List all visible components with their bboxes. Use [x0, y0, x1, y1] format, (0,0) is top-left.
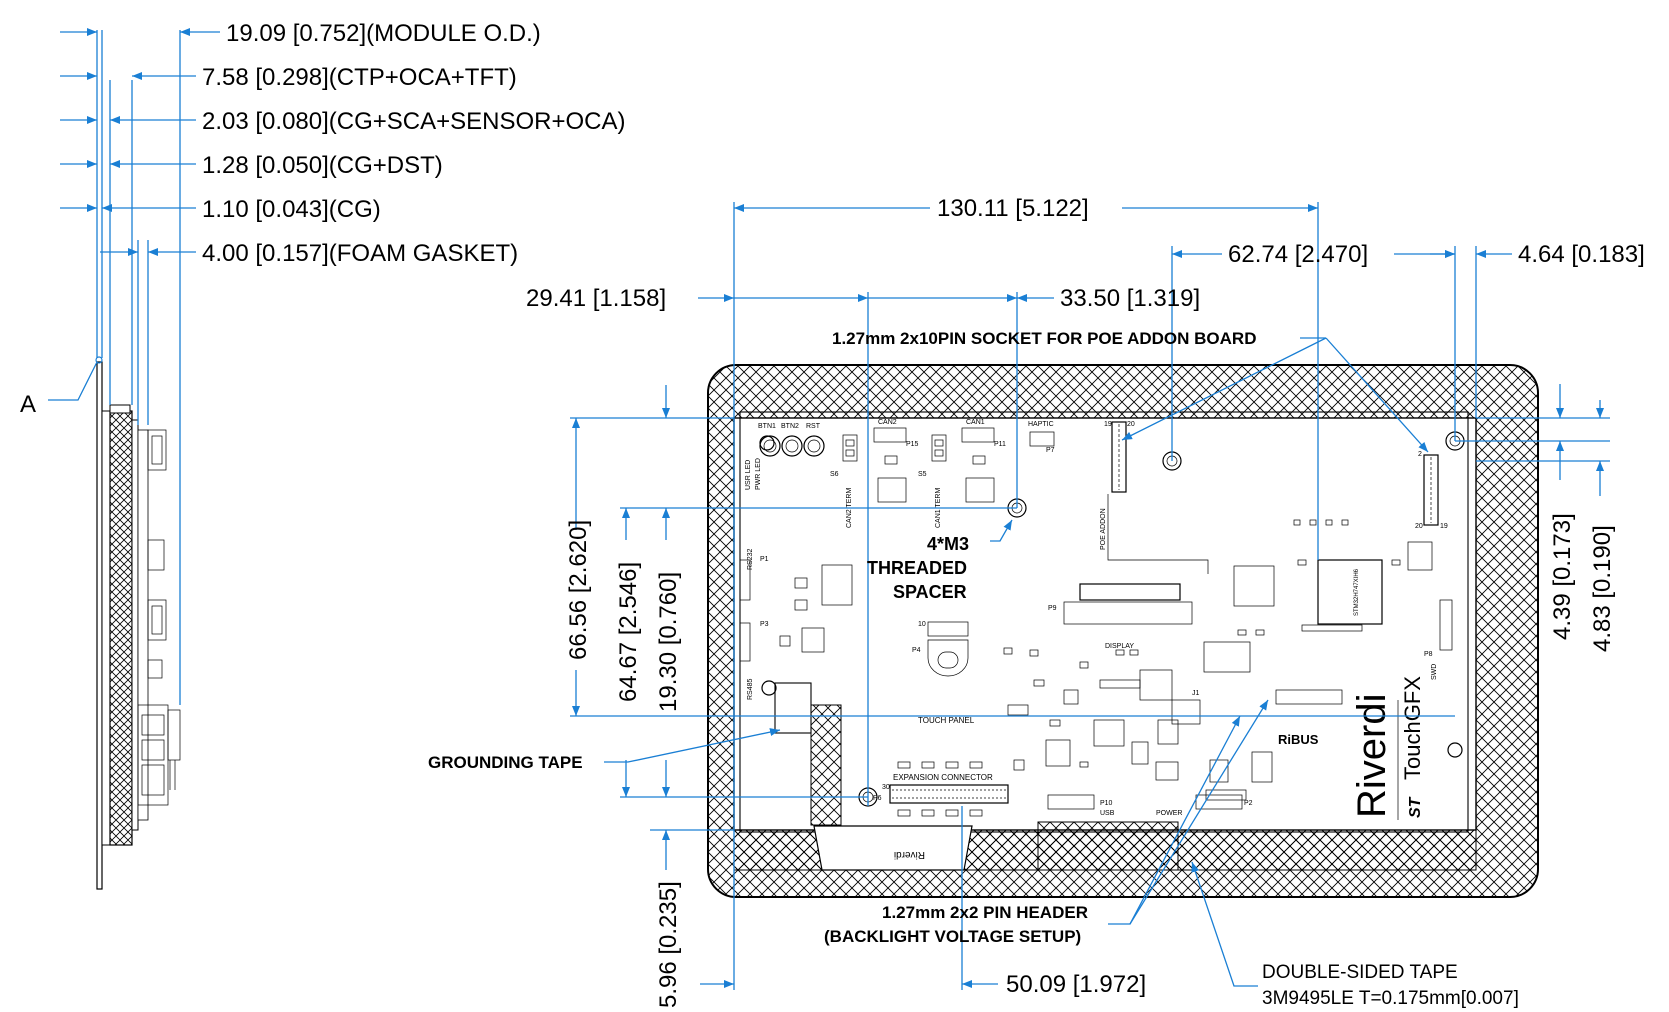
label-p3: P3 [760, 621, 769, 628]
label-p1: P1 [760, 556, 769, 563]
label-p9: P9 [1048, 605, 1057, 612]
callout-tape-2: 3M9495LE T=0.175mm[0.007] [1262, 988, 1519, 1009]
dim-cg-dst: 1.28 [0.050](CG+DST) [202, 152, 443, 179]
label-p6: P6 [873, 795, 882, 802]
label-touch-panel: TOUCH PANEL [918, 716, 975, 725]
callout-grounding-tape: GROUNDING TAPE [428, 753, 583, 772]
label-usr-led: USR LED [745, 460, 752, 490]
dim-cg: 1.10 [0.043](CG) [202, 196, 381, 223]
label-ribus: RiBUS [1278, 732, 1319, 747]
label-haptic: HAPTIC [1028, 421, 1054, 428]
label-poe2-19: 19 [1440, 523, 1448, 530]
label-p4: P4 [912, 647, 921, 654]
label-poe-addon: POE ADDON [1100, 508, 1107, 550]
callout-pin-header-1: 1.27mm 2x2 PIN HEADER [882, 903, 1088, 922]
label-n30: 30 [882, 784, 890, 791]
label-rs232: RS232 [747, 548, 754, 570]
label-p2: P2 [1244, 800, 1253, 807]
callout-spacer-1: 4*M3 [927, 534, 969, 554]
label-swd: SWD [1431, 664, 1438, 680]
label-mcu: STM32H747XIH6 [1354, 568, 1360, 616]
label-can2: CAN2 [878, 419, 897, 426]
dim-ctp-oca-tft: 7.58 [0.298](CTP+OCA+TFT) [202, 64, 517, 91]
brand-riverdi: Riverdi [1350, 694, 1394, 818]
dim-right-a: 4.39 [0.173] [1549, 513, 1576, 640]
callout-poe-socket: 1.27mm 2x10PIN SOCKET FOR POE ADDON BOAR… [832, 329, 1256, 348]
detail-label-a: A [20, 391, 36, 418]
label-p7: P7 [1046, 447, 1055, 454]
label-j1: J1 [1192, 690, 1200, 697]
callout-pin-header-2: (BACKLIGHT VOLTAGE SETUP) [824, 927, 1081, 946]
dim-edge-hole: 4.64 [0.183] [1518, 241, 1645, 268]
label-rs485: RS485 [747, 678, 754, 700]
label-n10: 10 [918, 621, 926, 628]
dim-overall-height: 66.56 [2.620] [565, 520, 592, 660]
label-expansion: EXPANSION CONNECTOR [893, 773, 993, 782]
callout-spacer-3: SPACER [893, 582, 967, 602]
label-usb: USB [1100, 810, 1115, 817]
label-poe-20: 20 [1127, 421, 1135, 428]
dim-cg-sca-sensor-oca: 2.03 [0.080](CG+SCA+SENSOR+OCA) [202, 108, 626, 135]
label-power: POWER [1156, 810, 1182, 817]
label-btn1: BTN1 [758, 423, 776, 430]
dim-upper-hole: 19.30 [0.760] [655, 572, 682, 712]
dim-bottom-hole: 50.09 [1.972] [1006, 971, 1146, 998]
label-p11: P11 [994, 441, 1006, 448]
label-pwr-led: PWR LED [755, 458, 762, 490]
label-s5: S5 [918, 471, 927, 478]
bottom-riverdi-mark: Riverdi [894, 849, 925, 860]
side-view: 19.09 [0.752](MODULE O.D.) 7.58 [0.298](… [20, 20, 626, 890]
callout-tape-1: DOUBLE-SIDED TAPE [1262, 962, 1458, 983]
label-s6: S6 [830, 471, 839, 478]
brand-st: ST [1407, 796, 1424, 818]
label-poe2-2: 2 [1418, 451, 1422, 458]
label-rst: RST [806, 423, 821, 430]
dim-hole-height: 64.67 [2.546] [615, 562, 642, 702]
pcb-silkscreen: BTN1 BTN2 RST USR LED PWR LED S6 S5 CAN2… [739, 419, 1453, 820]
label-btn2: BTN2 [781, 423, 799, 430]
label-p8: P8 [1424, 651, 1433, 658]
label-p15: P15 [906, 441, 919, 448]
label-can1: CAN1 [966, 419, 985, 426]
label-poe2-20: 20 [1415, 523, 1423, 530]
label-display: DISPLAY [1105, 643, 1134, 650]
brand-touchgfx: TouchGFX [1400, 676, 1425, 780]
label-p10: P10 [1100, 800, 1113, 807]
dim-overall-width: 130.11 [5.122] [937, 195, 1089, 222]
dim-hole-spacing: 33.50 [1.319] [1060, 285, 1200, 312]
dim-right-b: 4.83 [0.190] [1589, 525, 1616, 652]
dim-foam-gasket: 4.00 [0.157](FOAM GASKET) [202, 240, 518, 267]
front-view: Riverdi BTN1 BTN2 RST USR LED PWR LED [428, 195, 1645, 1009]
front-dimension-lines: 130.11 [5.122] 29.41 [1.158] 33.50 [1.31… [526, 195, 1645, 1008]
dim-left-hole: 29.41 [1.158] [526, 285, 666, 312]
dim-module-od: 19.09 [0.752](MODULE O.D.) [226, 20, 541, 47]
dim-bottom-edge: 5.96 [0.235] [655, 881, 682, 1008]
label-poe-19: 19 [1104, 421, 1112, 428]
callout-spacer-2: THREADED [867, 558, 967, 578]
callouts: 1.27mm 2x10PIN SOCKET FOR POE ADDON BOAR… [428, 329, 1519, 1009]
dim-right-hole: 62.74 [2.470] [1228, 241, 1368, 268]
